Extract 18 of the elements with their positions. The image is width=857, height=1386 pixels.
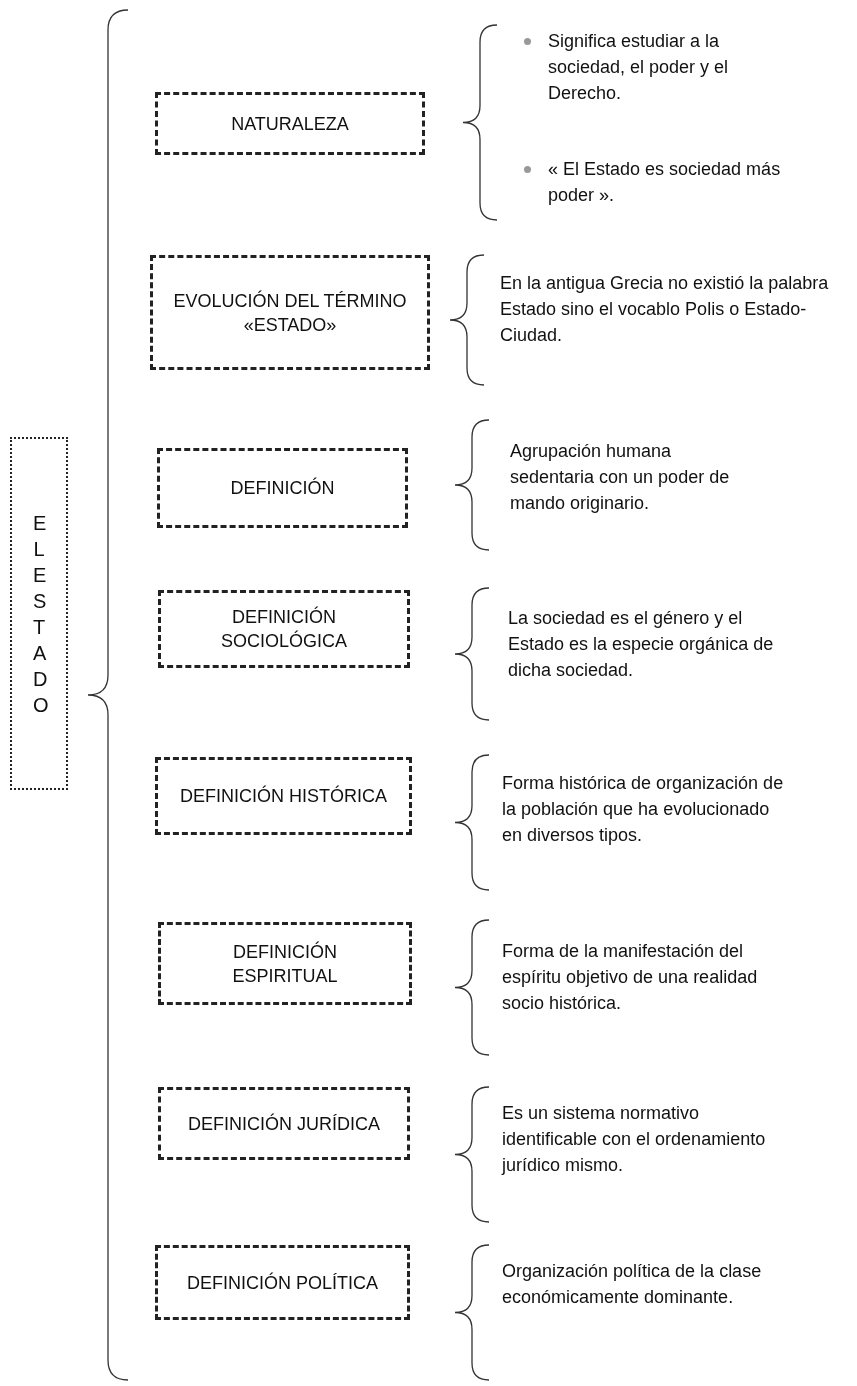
- description-text: Forma histórica de organización de la población que ha evolucionado en diversos tipos.: [502, 772, 785, 847]
- concept-box: DEFINICIÓN: [157, 448, 408, 528]
- concept-box: DEFINICIÓN HISTÓRICA: [155, 757, 412, 835]
- description-text: Forma de la manifestación del espíritu objetivo de una realidad socio histórica.: [502, 940, 759, 1015]
- description-text: En la antigua Grecia no existió la palabra Estado sino el vocablo Polis o Estado-Ciudad.: [500, 272, 830, 347]
- title-box: EL ESTADO: [10, 437, 68, 790]
- concept-box: DEFINICIÓN SOCIOLÓGICA: [158, 590, 410, 668]
- description-text: Es un sistema normativo identificable con el ordenamiento jurídico mismo.: [502, 1102, 767, 1177]
- description-text: La sociedad es el género y el Estado es la especie orgánica de dicha sociedad.: [508, 607, 775, 682]
- concept-box: DEFINICIÓN ESPIRITUAL: [158, 922, 412, 1005]
- description-text: Significa estudiar a la sociedad, el poder y el Derecho.: [548, 30, 730, 105]
- description-text: Organización política de la clase económicamente dominante.: [502, 1260, 762, 1309]
- description-text: « El Estado es sociedad más poder ».: [548, 158, 782, 207]
- concept-box: DEFINICIÓN POLÍTICA: [155, 1245, 410, 1320]
- description-text: Agrupación humana sedentaria con un poder de mando originario.: [510, 440, 731, 515]
- concept-box: NATURALEZA: [155, 92, 425, 155]
- concept-box: EVOLUCIÓN DEL TÉRMINO «ESTADO»: [150, 255, 430, 370]
- concept-box: DEFINICIÓN JURÍDICA: [158, 1087, 410, 1160]
